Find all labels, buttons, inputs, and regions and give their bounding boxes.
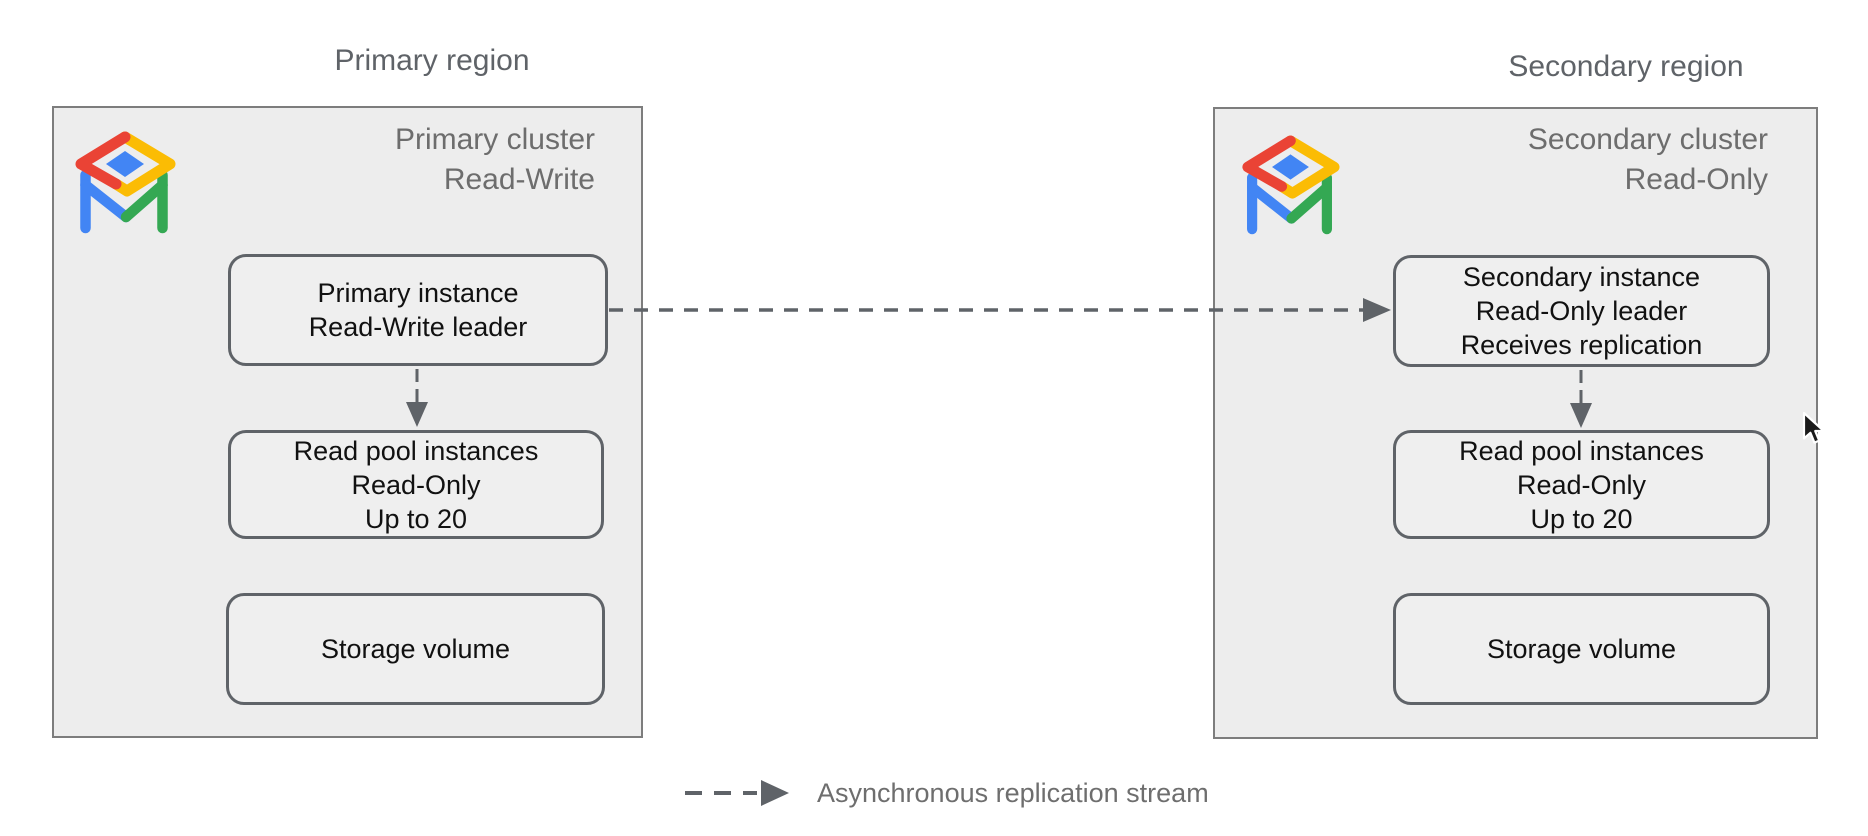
secondary-region-label: Secondary region <box>1508 50 1744 83</box>
alloydb-logo-icon <box>72 129 176 235</box>
secondary-cluster-title: Secondary cluster Read-Only <box>1468 120 1768 200</box>
secondary-read-pool-node: Read pool instances Read-Only Up to 20 <box>1393 430 1770 539</box>
primary-cluster-title-line2: Read-Write <box>443 163 595 196</box>
secondary-read-pool-line3: Up to 20 <box>1530 503 1633 534</box>
primary-cluster-title-line1: Primary cluster <box>394 123 595 156</box>
secondary-instance-line1: Secondary instance <box>1462 262 1701 292</box>
secondary-read-pool-line2: Read-Only <box>1516 469 1647 500</box>
primary-cluster-title: Primary cluster Read-Write <box>295 120 595 200</box>
secondary-cluster-title-line2: Read-Only <box>1624 163 1768 196</box>
primary-read-pool-line3: Up to 20 <box>364 503 468 534</box>
dashed-arrow-icon <box>685 780 789 806</box>
secondary-read-pool-line1: Read pool instances <box>1459 435 1704 466</box>
primary-instance-line1: Primary instance <box>317 278 519 308</box>
legend-label: Asynchronous replication stream <box>817 777 1209 808</box>
primary-read-pool-line1: Read pool instances <box>293 435 539 466</box>
alloydb-logo-icon <box>1239 133 1340 236</box>
primary-storage-node: Storage volume <box>226 593 605 705</box>
secondary-cluster-title-line1: Secondary cluster <box>1527 123 1768 156</box>
primary-storage-line1: Storage volume <box>320 634 511 664</box>
secondary-instance-line2: Read-Only leader <box>1475 296 1688 326</box>
primary-region-label: Primary region <box>334 44 530 77</box>
primary-instance-node: Primary instance Read-Write leader <box>228 254 608 366</box>
secondary-storage-node: Storage volume <box>1393 593 1770 705</box>
secondary-storage-line1: Storage volume <box>1486 634 1677 664</box>
primary-instance-line2: Read-Write leader <box>308 312 528 342</box>
secondary-instance-node: Secondary instance Read-Only leader Rece… <box>1393 255 1770 367</box>
primary-read-pool-node: Read pool instances Read-Only Up to 20 <box>228 430 604 539</box>
secondary-instance-line3: Receives replication <box>1460 330 1703 360</box>
legend: Asynchronous replication stream <box>683 773 1209 813</box>
mouse-pointer-icon <box>1802 411 1825 444</box>
primary-read-pool-line2: Read-Only <box>351 469 481 500</box>
